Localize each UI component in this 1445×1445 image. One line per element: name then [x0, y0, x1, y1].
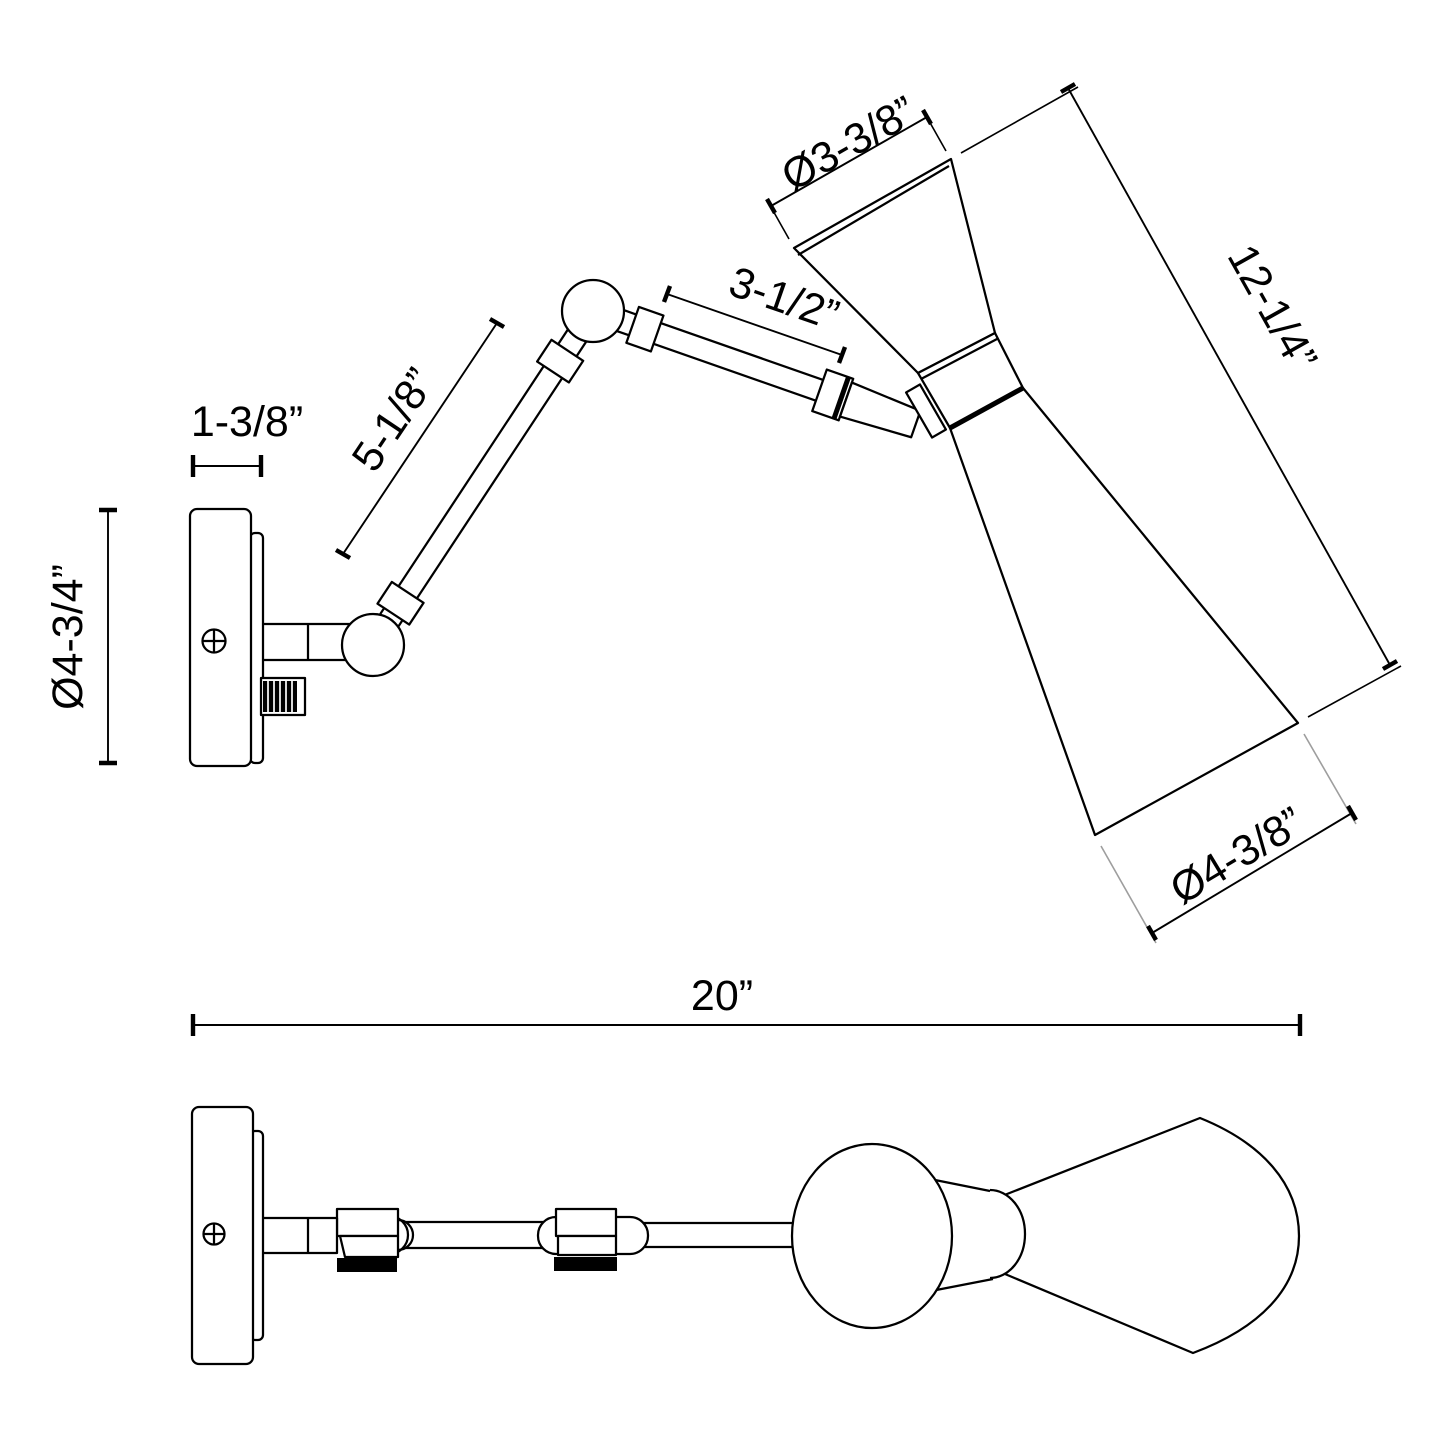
side-view: 1-3/8” Ø4-3/4” 5-1/8” 3-1/2”: [44, 82, 1402, 944]
lower-arm-collars: [376, 338, 585, 626]
joint2-block: [554, 1207, 618, 1271]
upper-arm-collar: [625, 305, 665, 353]
joint1-block: [335, 1207, 400, 1272]
arm-rod-2: [628, 1221, 802, 1249]
arm-rod-1: [396, 1220, 550, 1250]
dim-label-lower-arm: 5-1/8”: [343, 360, 445, 480]
bottom-view: 20”: [190, 972, 1303, 1366]
dim-label-shade-opening-diameter: Ø4-3/8”: [1162, 798, 1312, 914]
dim-label-backplate-diameter: Ø4-3/4”: [44, 564, 92, 710]
shade-bulb-bottom: [790, 1142, 954, 1330]
dim-backplate-depth: 1-3/8”: [190, 398, 303, 477]
elbow-ball-joint: [340, 612, 406, 678]
dim-label-shade-top-diameter: Ø3-3/8”: [774, 87, 924, 201]
mounting-screw: [201, 628, 227, 654]
upper-ball-joint: [560, 278, 626, 344]
shade-bottom: [790, 1116, 1301, 1355]
shade: [792, 157, 1300, 837]
mounting-screw-bottom: [202, 1222, 226, 1246]
shade-bracket: [904, 383, 948, 439]
dim-backplate-diameter: Ø4-3/4”: [44, 507, 117, 766]
adjustment-knob: [259, 676, 307, 717]
shade-lower-cone: [948, 386, 1300, 837]
wall-plate: [188, 507, 265, 768]
dim-label-shade-length: 12-1/4”: [1218, 237, 1327, 379]
shade-neck-bottom: [989, 1188, 1027, 1280]
dim-label-backplate-depth: 1-3/8”: [191, 398, 303, 446]
dim-overall-extension: 20”: [190, 972, 1303, 1036]
shade-cone-bottom: [1000, 1116, 1301, 1355]
dim-label-overall-extension: 20”: [691, 972, 753, 1020]
shade-knuckle: [811, 368, 922, 439]
dim-lower-arm: 5-1/8”: [334, 317, 506, 560]
shade-upper-cone: [792, 157, 997, 375]
